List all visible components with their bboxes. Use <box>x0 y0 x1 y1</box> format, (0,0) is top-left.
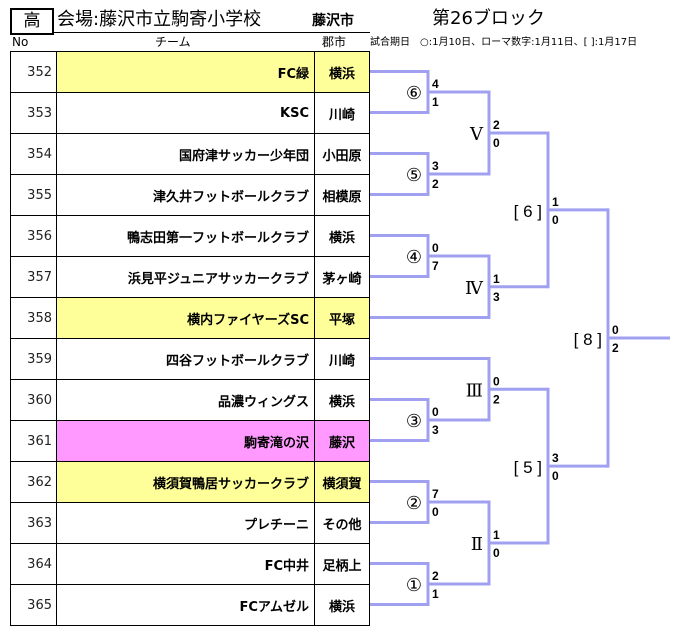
team-name: プレチーニ <box>56 502 315 544</box>
team-number: 354 <box>10 133 57 175</box>
round2-match-score-top: 1 <box>493 272 500 286</box>
venue-title: 会場:藤沢市立駒寄小学校 <box>57 9 262 30</box>
round2-match-label: Ⅱ <box>471 534 483 555</box>
team-name: 津久井フットボールクラブ <box>56 174 315 216</box>
round3-match-label: [ 5 ] <box>514 458 542 477</box>
round1-match-label: ② <box>406 493 422 514</box>
round1-match-score-top: 3 <box>432 159 439 173</box>
team-name: FCアムゼル <box>56 584 315 626</box>
grade-label: 高 <box>10 8 54 35</box>
round3-match-label: [ 6 ] <box>514 202 542 221</box>
team-city: その他 <box>314 502 370 544</box>
team-city: 相模原 <box>314 174 370 216</box>
round3-match-score-top: 3 <box>552 451 559 465</box>
round1-match-score-bottom: 1 <box>432 587 439 601</box>
round1-match-label: ③ <box>406 411 422 432</box>
team-city: 横須賀 <box>314 461 370 503</box>
round1-match-label: ④ <box>406 247 422 268</box>
team-city: 横浜 <box>314 584 370 626</box>
team-name: 鴨志田第一フットボールクラブ <box>56 215 315 257</box>
team-name: FC緑 <box>56 51 315 93</box>
round2-match-score-bottom: 2 <box>493 392 500 406</box>
block-title: 第26ブロック <box>432 8 545 29</box>
team-number: 362 <box>10 461 57 503</box>
title-underline <box>52 32 370 33</box>
round2-match-label: Ⅳ <box>465 278 484 299</box>
round1-match-score-top: 0 <box>432 405 439 419</box>
round3-match-score-top: 1 <box>552 195 559 209</box>
round2-match-label: Ⅲ <box>466 380 483 401</box>
team-number: 358 <box>10 297 57 339</box>
team-name: 国府津サッカー少年団 <box>56 133 315 175</box>
team-name: KSC <box>56 92 315 134</box>
match-dates-note: 試合期日 ○:1月10日、ローマ数字:1月11日、[ ]:1月17日 <box>370 37 638 48</box>
round1-match-label: ⑥ <box>406 83 422 104</box>
column-header-no: No <box>12 35 29 49</box>
round2-match-score-top: 0 <box>493 374 500 388</box>
round2-match-score-bottom: 3 <box>493 290 500 304</box>
venue-city: 藤沢市 <box>312 13 354 29</box>
team-name: 浜見平ジュニアサッカークラブ <box>56 256 315 298</box>
round1-match-score-top: 4 <box>432 77 439 91</box>
team-city: 足柄上 <box>314 543 370 585</box>
final-match-score-top: 0 <box>612 323 619 337</box>
team-number: 364 <box>10 543 57 585</box>
round2-match-label: Ⅴ <box>469 124 484 145</box>
round1-match-score-top: 7 <box>432 487 439 501</box>
round1-match-label: ① <box>406 575 422 596</box>
team-city: 横浜 <box>314 51 370 93</box>
round1-match-score-bottom: 1 <box>432 95 439 109</box>
column-header-team: チーム <box>155 35 191 49</box>
team-number: 361 <box>10 420 57 462</box>
round2-match-score-top: 2 <box>493 118 500 132</box>
team-number: 357 <box>10 256 57 298</box>
team-city: 横浜 <box>314 379 370 421</box>
round1-match-score-top: 0 <box>432 241 439 255</box>
round1-match-score-bottom: 2 <box>432 177 439 191</box>
team-number: 356 <box>10 215 57 257</box>
team-number: 352 <box>10 51 57 93</box>
round2-match-score-bottom: 0 <box>493 546 500 560</box>
round1-match-label: ⑤ <box>406 165 422 186</box>
column-header-city: 郡市 <box>322 35 347 49</box>
final-match-label: [ 8 ] <box>574 330 602 349</box>
round1-match-score-bottom: 3 <box>432 423 439 437</box>
round1-match-score-bottom: 0 <box>432 505 439 519</box>
round2-match-score-bottom: 0 <box>493 136 500 150</box>
round1-match-score-bottom: 7 <box>432 259 439 273</box>
round3-match-score-bottom: 0 <box>552 469 559 483</box>
round2-match-score-top: 1 <box>493 528 500 542</box>
team-city: 小田原 <box>314 133 370 175</box>
round3-match-score-bottom: 0 <box>552 213 559 227</box>
team-name: 横内ファイヤーズSC <box>56 297 315 339</box>
team-number: 360 <box>10 379 57 421</box>
team-city: 平塚 <box>314 297 370 339</box>
round1-match-score-top: 2 <box>432 569 439 583</box>
final-match-score-bottom: 2 <box>612 341 619 355</box>
team-name: 横須賀鴨居サッカークラブ <box>56 461 315 503</box>
team-number: 363 <box>10 502 57 544</box>
team-city: 藤沢 <box>314 420 370 462</box>
team-number: 353 <box>10 92 57 134</box>
